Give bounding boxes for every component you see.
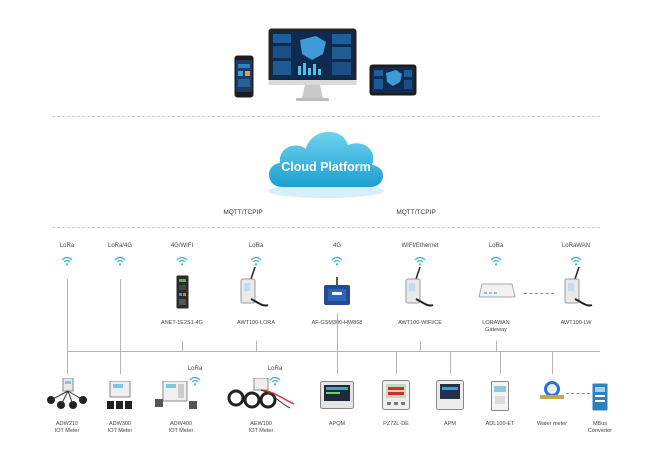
link-label-right: MQTT/TCPIP: [396, 209, 436, 216]
gateway-protocol-label: LoRa: [248, 243, 264, 249]
separator-middle: [52, 227, 600, 228]
apqm-meter-icon: [320, 381, 354, 409]
anet-gateway-icon: [176, 275, 189, 309]
gateway-name-label: AWT100-WIFI/CE: [398, 320, 442, 326]
device-name-label-line2: IOT Meter: [168, 428, 194, 434]
device-name-label: APQM: [328, 421, 346, 427]
device-name-label: Water meter: [536, 421, 568, 427]
device-name-label: ADL100-ET: [485, 421, 515, 427]
wifi-icon: [269, 373, 281, 386]
wifi-icon: [331, 253, 343, 266]
gateway-protocol-label: LoRa/4G: [107, 243, 132, 249]
bus-drop-gsm: [337, 313, 339, 351]
bus-drop: [552, 352, 554, 374]
bus-line-horizontal: [67, 351, 600, 353]
bus-drop: [496, 341, 498, 352]
gateway-protocol-label: LoRa: [59, 243, 75, 249]
awt100-lw-icon: [563, 266, 593, 309]
smartphone-icon: [234, 55, 254, 98]
device-lora-tag: LoRa: [187, 366, 203, 372]
device-name-label-line2: IOT Meter: [107, 428, 133, 434]
wifi-icon: [414, 253, 426, 266]
link-label-left: MQTT/TCPIP: [223, 209, 263, 216]
gateway-name-label: LORAWAN: [482, 320, 510, 326]
device-name-label-line2: IOT Meter: [54, 428, 80, 434]
device-name-label-line2: IOT Meter: [248, 428, 274, 434]
gateway-name-label: AWT100-LW: [560, 320, 592, 326]
bus-drop: [67, 352, 69, 374]
adw400-meter-icon: [155, 380, 199, 411]
cloud-platform-title: Cloud Platform: [281, 160, 371, 174]
gateway-protocol-label: LoRaWAN: [561, 243, 591, 249]
lorawan-dashed-link: [524, 293, 554, 294]
bus-drop: [450, 352, 452, 374]
wifi-icon: [176, 253, 188, 266]
awt100-lora-icon: [239, 266, 269, 309]
adw210-meter-icon: [46, 377, 88, 414]
awt100-wifi-icon: [404, 266, 434, 309]
device-name-label: ADW400: [169, 421, 192, 427]
separator-top: [52, 116, 600, 117]
device-name-label: ADW300: [108, 421, 131, 427]
wifi-icon: [570, 253, 582, 266]
adl100-meter-icon: [491, 381, 509, 411]
bus-drop: [337, 352, 339, 374]
device-name-label: ADW210: [55, 421, 78, 427]
apm-meter-icon: [436, 380, 464, 410]
water-mbus-link: [566, 393, 590, 394]
water-meter-icon: [540, 379, 564, 403]
device-name-label: PZ72L-DE: [383, 421, 409, 427]
mbus-converter-icon: [592, 383, 608, 411]
bus-drop: [256, 341, 258, 352]
wifi-icon: [250, 253, 262, 266]
aew100-meter-icon: [226, 377, 296, 410]
bus-drop: [500, 352, 502, 374]
bus-drop: [182, 341, 184, 352]
gateway-protocol-label: 4G: [332, 243, 341, 249]
bus-drop-adw210: [67, 279, 69, 352]
bus-drop-adw300: [120, 279, 122, 352]
wifi-icon: [114, 253, 126, 266]
lorawan-gateway-icon: [478, 283, 516, 300]
bus-drop: [120, 352, 122, 374]
adw300-meter-icon: [106, 380, 134, 413]
tablet-icon: [369, 64, 417, 96]
gateway-name-label-line2: Gateway: [485, 327, 507, 333]
wifi-icon: [61, 253, 73, 266]
bus-drop: [396, 352, 398, 374]
desktop-monitor-icon: [268, 28, 357, 104]
wifi-icon: [189, 373, 201, 386]
gateway-name-label: AWT100-LORA: [236, 320, 275, 326]
gateway-protocol-label: 4G/WIFI: [170, 243, 194, 249]
device-name-label: APM: [444, 421, 456, 427]
pz72l-meter-icon: [382, 380, 410, 410]
device-lora-tag: LoRa: [267, 366, 283, 372]
af-gsm300-icon: [323, 277, 351, 307]
device-name-label-line2: Converter: [587, 428, 613, 434]
gateway-protocol-label: LoRa: [488, 243, 504, 249]
gateway-protocol-label: WIFI/Ethernet: [401, 243, 439, 249]
device-name-label: MBus: [592, 421, 608, 427]
gateway-name-label: ANET-1E2S1-4G: [161, 320, 203, 326]
bus-drop: [420, 341, 422, 352]
cloud-icon: [262, 121, 390, 201]
device-name-label: AEW100: [250, 421, 272, 427]
wifi-icon: [490, 253, 502, 266]
